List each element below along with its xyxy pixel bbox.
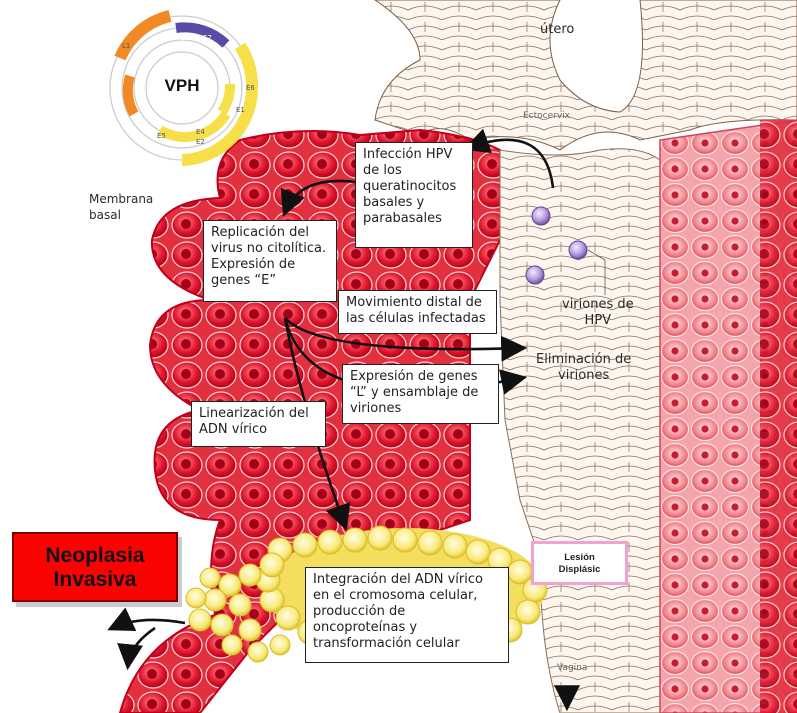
virions-label: viriones de HPV: [562, 297, 634, 329]
vph-label: VPH: [150, 76, 214, 96]
linearization-box: Linearización del ADN vírico: [191, 401, 326, 447]
integration-box: Integración del ADN vírico en el cromoso…: [305, 567, 509, 663]
infection-box: Infección HPV de los queratinocitos basa…: [355, 142, 473, 248]
right-epithelium-deep: [760, 120, 797, 713]
genome-label-l1: L1: [122, 42, 130, 50]
replication-box: Replicación del virus no citolítica. Exp…: [203, 220, 337, 302]
genome-label-l2: L2: [181, 34, 189, 42]
genome-label-e2: E2: [196, 138, 205, 146]
upper-squamous-layer: [375, 0, 797, 150]
virion-elimination-label: Eliminación de viriones: [536, 352, 631, 384]
genome-label-e5: E5: [157, 132, 166, 140]
genome-label-e7: E7: [203, 34, 212, 42]
genome-label-e6: E6: [246, 84, 255, 92]
genome-label-e1: E1: [236, 106, 245, 114]
basal-membrane-label: Membrana basal: [89, 191, 153, 223]
distal-movement-box: Movimiento distal de las células infecta…: [338, 290, 497, 334]
genome-label-e4: E4: [196, 128, 205, 136]
gene-expression-box: Expresión de genes “L” y ensamblaje de v…: [342, 364, 499, 424]
ectocervix-label: Ectocervix: [523, 108, 570, 124]
vagina-label: Vagina: [557, 660, 587, 676]
canal-squamous: [500, 149, 660, 713]
dysplastic-lesion-label: Lesión Displásic: [531, 541, 628, 585]
uterus-label: útero: [540, 22, 574, 38]
invasive-neoplasia-label: Neoplasia Invasiva: [12, 532, 178, 602]
